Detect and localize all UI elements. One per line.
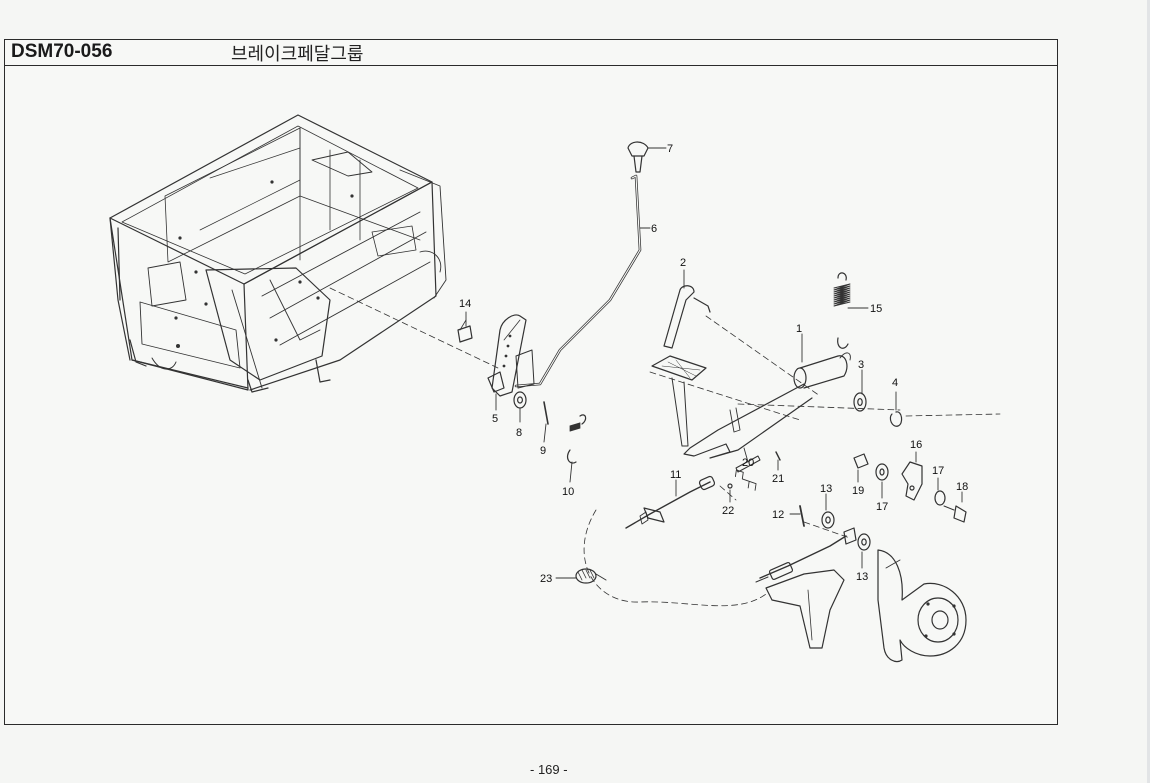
brake-rod-and-knob	[514, 141, 649, 388]
small-hardware-left	[513, 391, 587, 464]
return-spring	[833, 272, 851, 349]
callout-10: 10	[562, 486, 574, 498]
assembly-leader-lines	[329, 287, 1001, 607]
callout-13b: 13	[856, 571, 868, 583]
brake-pedal-assembly	[651, 285, 851, 459]
callout-11: 11	[670, 469, 681, 481]
callout-23: 23	[540, 573, 552, 585]
callout-19: 19	[852, 485, 864, 497]
callout-8: 8	[516, 427, 522, 439]
callout-17b: 17	[876, 501, 888, 513]
callout-4: 4	[892, 377, 898, 389]
callout-9: 9	[540, 445, 546, 457]
callout-1: 1	[796, 323, 802, 335]
callout-13a: 13	[820, 483, 832, 495]
callout-18: 18	[956, 481, 968, 493]
callout-3: 3	[858, 359, 864, 371]
callout-leaders	[465, 147, 963, 579]
callout-2: 2	[680, 257, 686, 269]
callout-numbers: 1 2 3 4 5 6 7 8 9 10 11 12 13 13 14 15 1…	[459, 143, 968, 585]
callout-17a: 17	[932, 465, 944, 477]
callout-5: 5	[492, 413, 498, 425]
callout-6: 6	[651, 223, 657, 235]
part-group-code: DSM70-056	[11, 41, 113, 62]
cable-clamp	[575, 568, 607, 584]
callout-22: 22	[722, 505, 734, 517]
callout-16: 16	[910, 439, 922, 451]
brake-housing	[877, 549, 967, 663]
page-edge	[1147, 0, 1150, 783]
brake-arm-bracket-hardware	[853, 453, 967, 523]
callout-14: 14	[459, 298, 471, 310]
tractor-frame-drawing	[109, 114, 447, 393]
callout-12: 12	[772, 509, 784, 521]
page-number: - 169 -	[530, 762, 568, 777]
part-group-title: 브레이크페달그룹	[231, 44, 364, 65]
brake-cable	[625, 451, 781, 529]
pedal-bracket	[457, 314, 535, 397]
shaft-washer-and-clip	[853, 392, 903, 427]
lower-cable-end	[755, 527, 857, 649]
callout-20: 20	[742, 457, 754, 469]
header-bar: DSM70-056 브레이크페달그룹	[5, 40, 1057, 66]
callout-21: 21	[772, 473, 784, 485]
diagram-frame: DSM70-056 브레이크페달그룹	[4, 39, 1058, 725]
callout-7: 7	[667, 143, 673, 155]
clevis-pin-and-washers	[799, 505, 871, 551]
callout-15: 15	[870, 303, 882, 315]
